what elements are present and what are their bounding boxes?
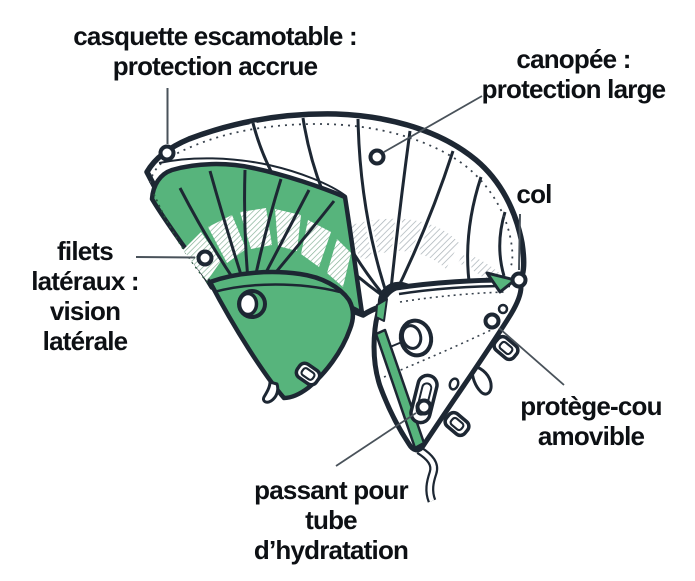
panel-green-strip-divider [389, 341, 403, 348]
label-passant-tube-hydratation: passant pour tube d’hydratation [253, 475, 409, 565]
label-canopee: canopée : protection large [481, 44, 666, 104]
leader-line-col [518, 213, 521, 271]
strap-flag-tab [470, 365, 493, 396]
callout-marker-protege-cou [483, 312, 501, 330]
ear-panel-stitch-top-dotted [399, 291, 506, 303]
bottom-ribbon [417, 448, 436, 502]
leader-line-protege-cou [498, 327, 565, 386]
left-strap-buckle [294, 361, 322, 387]
label-filets-lateraux: filets latéraux : vision latérale [31, 236, 139, 356]
label-protege-cou: protège-cou amovible [520, 391, 662, 451]
callout-marker-canopee [368, 148, 386, 166]
right-strap-buckle-bottom [443, 410, 471, 438]
grommet-hole [237, 291, 259, 317]
leader-line-filets [135, 256, 196, 259]
label-col: col [516, 179, 552, 209]
panel-small-hole-top [497, 303, 509, 315]
label-casquette-escamotable: casquette escamotable : protection accru… [73, 21, 357, 81]
leader-line-passant [335, 412, 417, 467]
fan-ribs [178, 169, 336, 304]
callout-marker-col [510, 271, 528, 289]
brim-panel-fold-line [213, 283, 341, 294]
callout-marker-filets [196, 249, 214, 267]
visor-band-line [158, 157, 347, 197]
ear-hole [398, 318, 434, 358]
panel-small-hole-bottom [448, 377, 460, 391]
leader-line-canopee [383, 95, 483, 153]
brim-foot-tab [262, 380, 280, 404]
collar-green-triangle [485, 271, 517, 294]
callout-marker-passant [415, 398, 433, 416]
callout-marker-casquette [158, 144, 176, 162]
panel-green-sliver [375, 298, 388, 322]
brim-edge-stitch-dotted [153, 193, 214, 290]
